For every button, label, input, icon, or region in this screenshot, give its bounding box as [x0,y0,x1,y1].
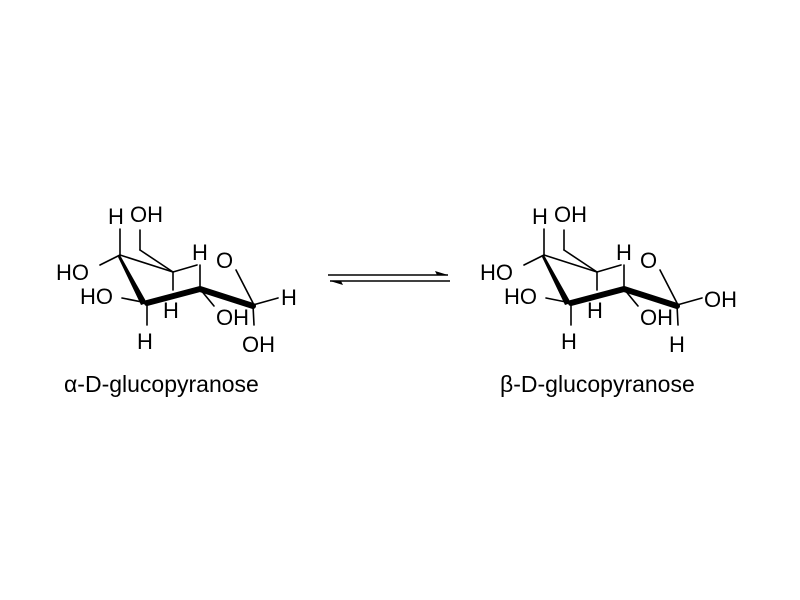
label-c2-oh: OH [216,305,249,330]
label-c1-oh: OH [242,332,275,357]
caption-alpha-name: -D-glucopyranose [77,371,259,397]
bond-ring-o-c1 [235,269,254,304]
bond-c4-oh [523,254,545,266]
alpha-glucopyranose-structure: H OH HO HO H H H O OH H OH [56,202,297,357]
bond-c1-oh [676,297,703,306]
caption-beta: β-D-glucopyranose [500,371,695,397]
caption-beta-name: -D-glucopyranose [513,371,695,397]
bond-c4-oh [99,254,121,266]
label-c2-h: H [192,240,208,265]
label-c4-oh: HO [480,260,513,285]
label-c3-h: H [137,329,153,354]
label-c4-oh: HO [56,260,89,285]
bond-c5-c6 [139,249,174,273]
label-c5-h: H [163,298,179,323]
label-c6-oh: OH [130,202,163,227]
beta-glucopyranose-structure: H OH HO HO H H H O OH OH H [480,202,737,357]
label-c1-h: H [669,332,685,357]
bond-c2-oh [199,288,215,307]
label-c2-h: H [616,240,632,265]
bond-ring-o-c1 [659,269,678,304]
bond-c1-oh [252,304,255,326]
bond-c5-ring-o [172,264,198,273]
label-c3-oh: HO [504,284,537,309]
caption-alpha: α-D-glucopyranose [64,371,259,397]
bond-c2-oh [623,288,639,307]
bond-c4-c5 [119,254,174,273]
caption-beta-prefix: β [500,371,513,397]
bond-c1-h [252,297,279,306]
caption-alpha-prefix: α [64,371,77,397]
label-c3-h: H [561,329,577,354]
bond-c1-h [676,304,679,326]
label-c1-oh: OH [704,287,737,312]
bond-c3-oh [121,297,148,304]
label-c2-oh: OH [640,305,673,330]
label-ring-o: O [216,248,233,273]
wedge-c4-c3 [118,255,147,305]
equilibrium-arrow-icon [328,271,450,285]
bond-c5-c6 [563,249,598,273]
label-c4-h: H [108,204,124,229]
label-c6-oh: OH [554,202,587,227]
label-c5-h: H [587,298,603,323]
wedge-c4-c3 [542,255,571,305]
label-c3-oh: HO [80,284,113,309]
bond-c5-ring-o [596,264,622,273]
bond-c4-c5 [543,254,598,273]
label-c4-h: H [532,204,548,229]
bond-c3-oh [545,297,572,304]
label-c1-h: H [281,285,297,310]
label-ring-o: O [640,248,657,273]
